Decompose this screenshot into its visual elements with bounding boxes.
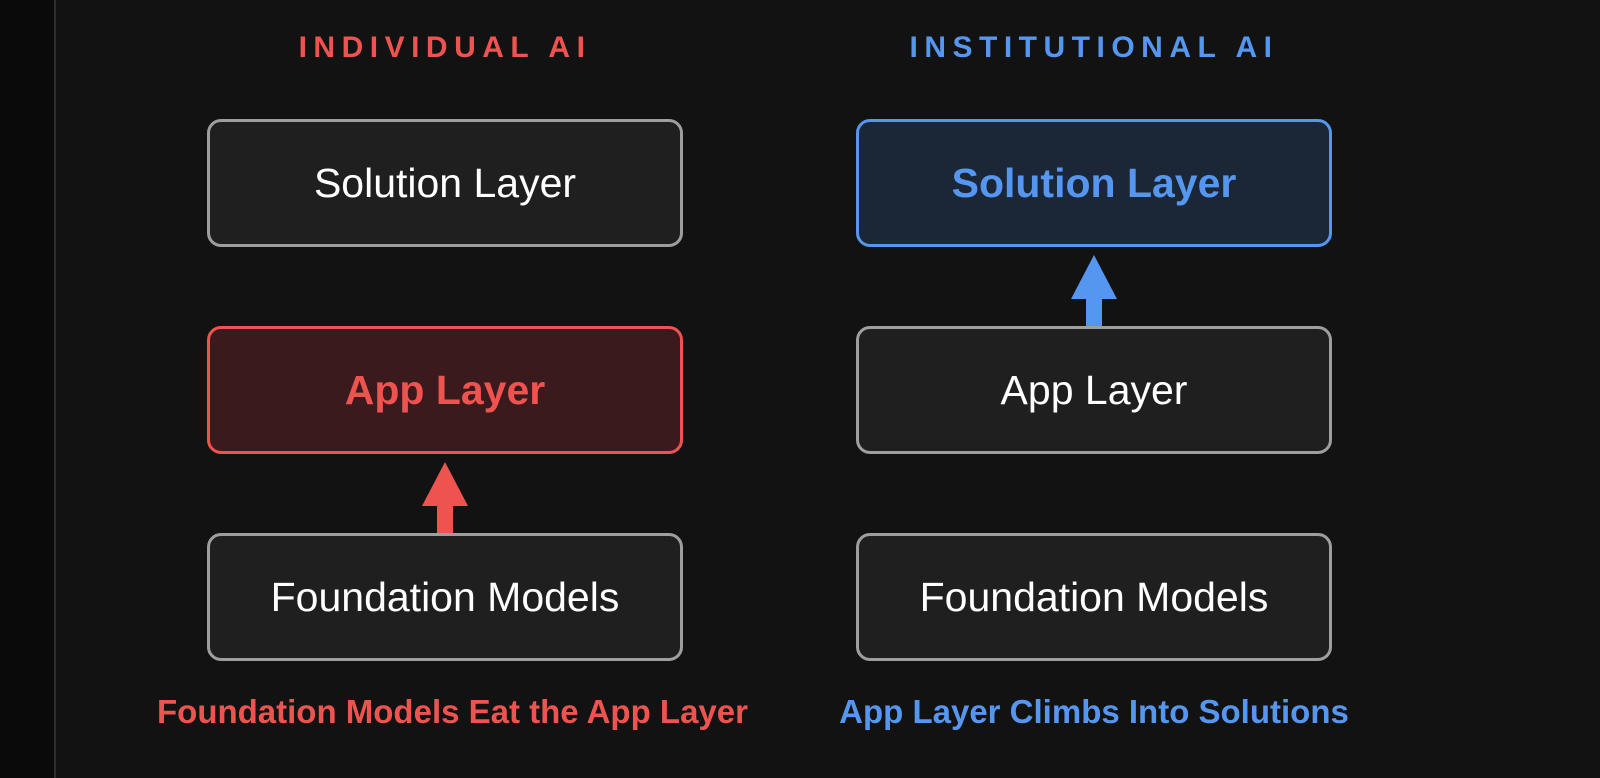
box-institutional-app-layer[interactable]: App Layer (856, 326, 1332, 454)
caption-individual-ai: Foundation Models Eat the App Layer (157, 693, 748, 730)
column-heading-institutional-ai: INSTITUTIONAL AI (909, 31, 1279, 64)
caption-institutional-ai: App Layer Climbs Into Solutions (839, 693, 1349, 730)
upward-arrow-red-icon (422, 462, 468, 536)
upward-arrow-blue-icon (1071, 255, 1117, 329)
column-heading-individual-ai: INDIVIDUAL AI (298, 31, 592, 64)
column-individual-ai: INDIVIDUAL AI Solution Layer App Layer F… (157, 0, 748, 778)
left-gutter (0, 0, 54, 778)
box-individual-app-layer[interactable]: App Layer (207, 326, 683, 454)
column-institutional-ai: INSTITUTIONAL AI Solution Layer App Laye… (839, 0, 1349, 778)
box-individual-solution-layer[interactable]: Solution Layer (207, 119, 683, 247)
box-individual-foundation-models[interactable]: Foundation Models (207, 533, 683, 661)
vertical-divider (54, 0, 56, 778)
box-institutional-solution-layer[interactable]: Solution Layer (856, 119, 1332, 247)
box-institutional-foundation-models[interactable]: Foundation Models (856, 533, 1332, 661)
